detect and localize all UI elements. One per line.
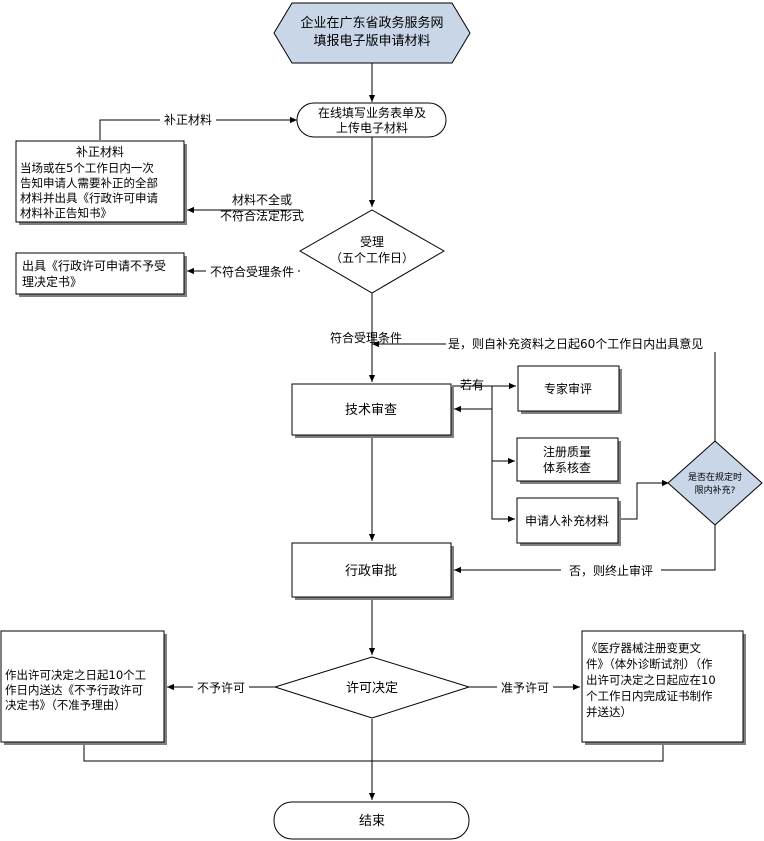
applicant-supplement-node: 申请人补充材料 (516, 497, 621, 546)
edge-labels: 补正材料 材料不全或 不符合法定形式 不符合受理条件 符合受理条件 是，则自补充… (160, 111, 728, 695)
end-node: 结束 (273, 801, 470, 840)
edge-to-quality (491, 386, 515, 465)
deny-box: 作出许可决定之日起10个工 作日内送达《不予行政许可 决定书》（不准予理由） (0, 630, 167, 745)
start-line-1: 企业在广东省政务服务网 (300, 15, 443, 31)
label-if-any: 若有 (460, 378, 484, 392)
label-yes-issue: 是，则自补充资料之日起60个工作日内出具意见 (448, 336, 703, 351)
connectors (83, 63, 716, 800)
decision-label: 许可决定 (346, 681, 398, 696)
accept-line-2: （五个工作日） (330, 251, 414, 265)
tech-review-node: 技术审查 (291, 383, 454, 438)
grant-box: 《医疗器械注册变更文 件》（体外诊断试剂）（作 出许可决定之日起应在10 个工作… (581, 630, 746, 745)
label-incomplete-1: 材料不全或 (232, 192, 292, 207)
in-time-node: 是否在规定时 限内补充? (667, 440, 763, 526)
accept-node: 受理 （五个工作日） (298, 209, 446, 294)
online-form-line-2: 上传电子材料 (336, 120, 408, 135)
label-deny: 不予许可 (197, 681, 245, 695)
applicant-supplement-label: 申请人补充材料 (525, 513, 609, 528)
supplement-line-3: 材料并出具《行政许可申请 (20, 191, 158, 205)
supplement-box: 补正材料 当场或在5个工作日内一次 告知申请人需要补正的全部 材料并出具《行政许… (15, 140, 187, 225)
admin-approval-node: 行政审批 (291, 542, 454, 600)
deny-line-2: 作日内送达《不予行政许可 (5, 683, 143, 697)
supplement-line-4: 材料补正告知书》 (20, 206, 112, 220)
label-supplement-top: 补正材料 (164, 113, 212, 127)
label-not-meet: 不符合受理条件 (210, 264, 294, 279)
expert-review-node: 专家审评 (517, 365, 622, 414)
reject-line-2: 理决定书》 (22, 274, 82, 289)
admin-approval-label: 行政审批 (345, 564, 397, 579)
in-time-line-2: 限内补充? (695, 484, 736, 496)
expert-review-label: 专家审评 (544, 381, 592, 396)
grant-line-2: 件》（体外诊断试剂）（作 (586, 657, 713, 671)
edge-to-applicant (491, 461, 515, 523)
online-form-node: 在线填写业务表单及 上传电子材料 (296, 102, 447, 138)
supplement-line-2: 告知申请人需要补正的全部 (20, 176, 158, 190)
start-line-2: 填报电子版申请材料 (313, 34, 430, 49)
grant-line-5: 并送达） (586, 705, 632, 719)
quality-check-line-1: 注册质量 (543, 444, 591, 459)
label-meet: 符合受理条件 (330, 330, 402, 345)
deny-line-3: 决定书》（不准予理由） (5, 698, 126, 712)
edge-no-to-admin (454, 525, 716, 574)
grant-line-4: 个工作日内完成证书制作 (586, 689, 713, 703)
decision-node: 许可决定 (273, 656, 471, 719)
grant-line-1: 《医疗器械注册变更文 (586, 641, 701, 655)
end-label: 结束 (359, 814, 385, 829)
accept-line-1: 受理 (360, 235, 384, 249)
reject-line-1: 出具《行政许可申请不予受 (22, 259, 166, 273)
online-form-line-1: 在线填写业务表单及 (318, 105, 426, 120)
supplement-title: 补正材料 (76, 145, 124, 159)
label-incomplete-2: 不符合法定形式 (220, 208, 304, 223)
tech-review-label: 技术审查 (345, 403, 397, 418)
label-grant: 准予许可 (501, 681, 549, 695)
edge-merge-to-end (83, 744, 664, 762)
edge-supplement-to-form (99, 116, 297, 140)
supplement-line-1: 当场或在5个工作日内一次 (20, 161, 154, 175)
label-no-terminate: 否，则终止审评 (569, 563, 653, 578)
edge-applicant-to-check (620, 479, 669, 520)
deny-line-1: 作出许可决定之日起10个工 (5, 668, 146, 682)
reject-box: 出具《行政许可申请不予受 理决定书》 (15, 252, 187, 297)
quality-check-node: 注册质量 体系核查 (516, 437, 621, 484)
grant-line-3: 出许可决定之日起应在10 (586, 673, 716, 687)
quality-check-line-2: 体系核查 (543, 461, 591, 475)
in-time-line-1: 是否在规定时 (688, 471, 742, 483)
start-node: 企业在广东省政务服务网 填报电子版申请材料 (273, 2, 471, 64)
